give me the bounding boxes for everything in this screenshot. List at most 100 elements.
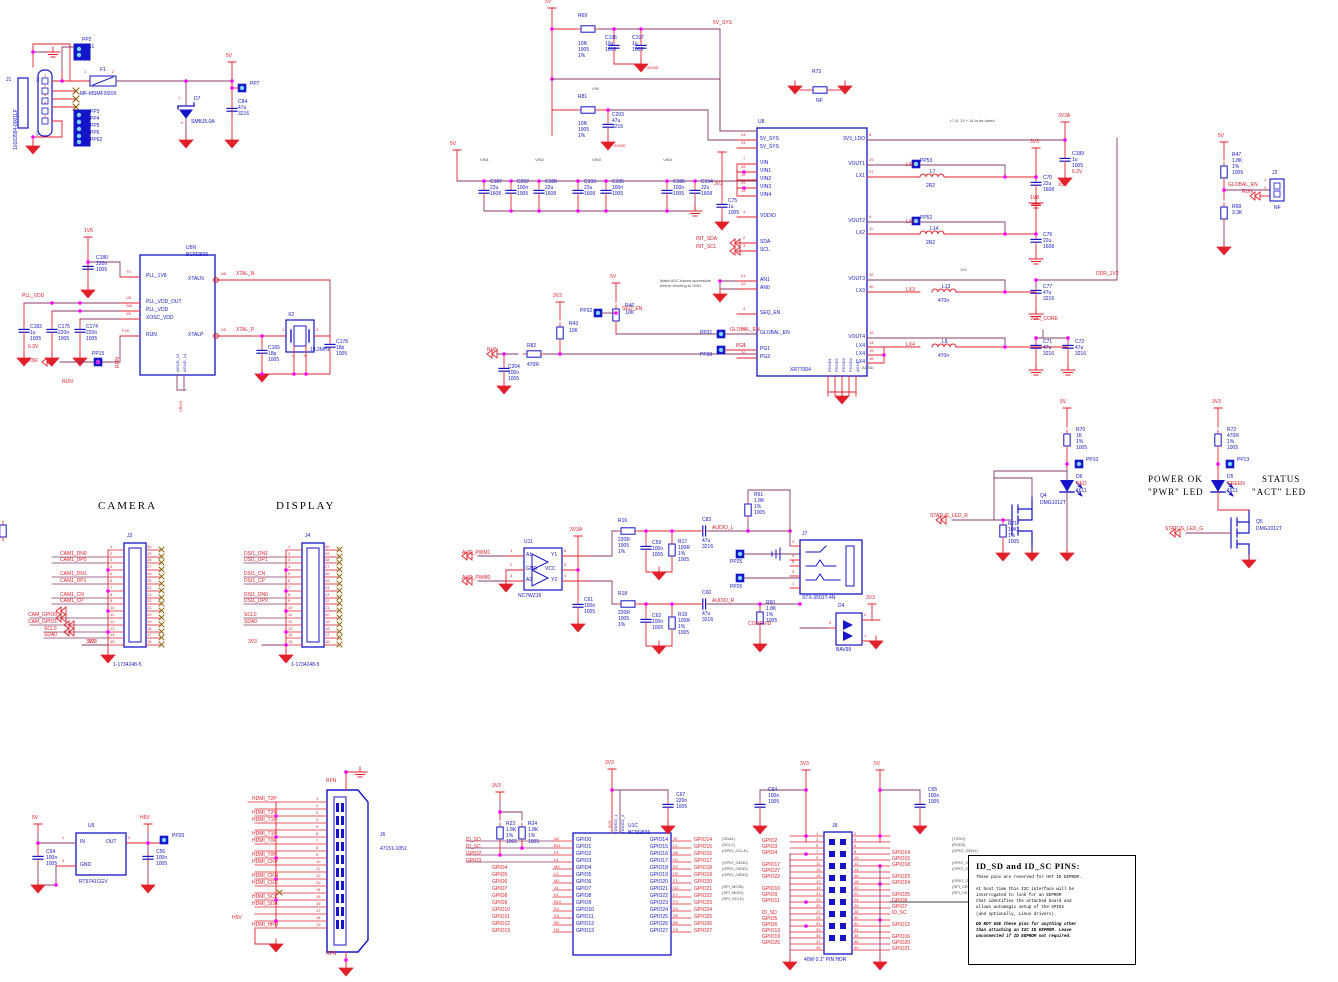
c60-value: 47u <box>702 611 711 617</box>
testpoint-pp30[interactable]: PP30 <box>700 352 713 358</box>
pin-num-a2: 3 <box>510 573 513 578</box>
testpoint-pp15[interactable]: PP15 <box>92 351 105 357</box>
display-pin-num-r-22: 22 <box>325 598 330 603</box>
c61-refdes: C61 <box>584 597 594 603</box>
hdmi-pin-num-9: 9 <box>316 852 319 857</box>
header-pin-40: 40 <box>854 944 859 950</box>
c71-package: 3216 <box>1043 351 1055 357</box>
c196-value: 10u <box>605 41 614 47</box>
pin-num-20: 20 <box>741 350 746 355</box>
r17-refdes: R17 <box>678 539 688 545</box>
c75-refdes: C75 <box>728 198 738 204</box>
c84-value: 47u <box>238 105 247 111</box>
c178-package: 1005 <box>336 351 348 357</box>
u1c-pin-gpio26: GPIO26 <box>649 920 668 927</box>
rail-5v-seq: 5V <box>610 274 617 280</box>
testpoint-pp62[interactable]: PP62 <box>90 137 103 143</box>
u1c-net-gpio13: GPIO13 <box>492 927 511 934</box>
testpoint-pp32[interactable]: PP32 <box>580 308 593 314</box>
c165-refdes: C165 <box>268 345 280 351</box>
net-1v1: 1V1 <box>960 267 968 272</box>
status-led-caption-line2: "ACT" LED <box>1252 487 1307 497</box>
id-note-body: These pins are reserved for HAT ID EEPRO… <box>976 876 1082 917</box>
testpoint-pp10[interactable]: PP10 <box>1086 457 1099 463</box>
pin-vout4: VOUT4 <box>848 334 865 340</box>
testpoint-pp13[interactable]: PP13 <box>1237 457 1250 463</box>
c189-package: 1005 <box>1072 163 1084 169</box>
testpoint-pp4[interactable]: PP4 <box>90 116 100 122</box>
camera-pin-num-5: 5 <box>110 571 113 576</box>
u1c-pin-gpio1: GPIO1 <box>576 843 592 850</box>
r81-value: 10R <box>578 121 588 127</box>
j7-pin-2: 2 <box>792 539 795 544</box>
pin-agnd-13: AGND_13 <box>175 353 180 372</box>
pmic-tuning-note: L7,8, 13 + 14 to be tuned <box>950 118 995 123</box>
testpoint-pp2[interactable]: PP2 <box>82 37 92 43</box>
pin-gnd: GND <box>526 566 538 572</box>
r60-value: 1.8K <box>766 606 777 612</box>
pin-pg1: PG1 <box>760 346 771 352</box>
c67-package: 1005 <box>676 804 688 810</box>
id-note-title: ID_SD and ID_SC PINS: <box>976 861 1080 871</box>
u1c-net-gpio5: GPIO5 <box>492 871 508 878</box>
pin-num-19: 19 <box>869 330 874 335</box>
net-audio-r: AUDIO_R <box>712 598 735 604</box>
camera-pin-num-9: 9 <box>110 598 113 603</box>
u1c-pin-gpio10: GPIO10 <box>576 906 595 913</box>
testpoint-pp20[interactable]: PP20 <box>172 833 185 839</box>
testpoint-pp52[interactable]: PP52 <box>920 215 933 221</box>
hdmi-pin-num-5: 5 <box>316 824 319 829</box>
net-int-sda: INT_SDA <box>696 236 718 242</box>
r61-tolerance: 1% <box>754 504 762 510</box>
c70-value: 22u <box>1043 181 1052 187</box>
header-pin-30: 30 <box>854 914 859 920</box>
display-net-sda0: SDA0 <box>244 619 258 625</box>
testpoint-pp26[interactable]: PP26 <box>730 584 743 590</box>
header-alt-l-5: (GPIO_GEN3) <box>722 872 748 877</box>
u1c-net-gpio7: GPIO7 <box>492 885 508 892</box>
r72-tolerance: 1% <box>1227 439 1235 445</box>
x2-refdes: X2 <box>288 312 295 318</box>
rail-vin2: VIN2 <box>535 157 544 162</box>
pin-vddio2-2: VDDIO2_2 <box>620 814 625 834</box>
hdmi-pin-num-10: 10 <box>316 859 321 864</box>
header-pin-2: 2 <box>854 830 857 836</box>
rail-3v3-r43: 3V3 <box>553 293 562 299</box>
r17-tolerance: 1% <box>678 551 686 557</box>
d4-pin-2: 2 <box>864 612 867 617</box>
testpoint-pp5[interactable]: PP5 <box>90 123 100 129</box>
header-net-r-gpio15-p10: GPIO15 <box>892 855 911 862</box>
testpoint-pp6[interactable]: PP6 <box>90 130 100 136</box>
testpoint-pp31[interactable]: PP31 <box>700 330 713 336</box>
r24-tolerance: 1% <box>528 833 536 839</box>
u11-refdes: U11 <box>524 539 533 545</box>
testpoint-pp3[interactable]: PP3 <box>90 109 100 115</box>
pin-pll-vdd-out: PLL_VDD_OUT <box>146 299 182 305</box>
r24-refdes: R24 <box>528 821 538 827</box>
rail-3v3-header: 3V3 <box>800 761 809 767</box>
display-net-scl0: SCL0 <box>244 612 257 618</box>
u1c-net-id_sc: ID_SC <box>466 843 481 850</box>
hdmi-net-h5v: H5V <box>232 915 242 921</box>
adc-note: Make ADC traces accessible before shorti… <box>660 278 711 289</box>
header-alt-r-5: (GPIO_GEN6) <box>952 878 978 883</box>
pin-pll-1v8: PLL_1V8 <box>146 273 167 279</box>
c193-refdes: C193 <box>584 179 596 185</box>
u1c-part-number: BCM2836 <box>628 830 651 836</box>
header-net-l-gpio2-p3: GPIO2 <box>762 837 778 844</box>
header-pin-23: 23 <box>816 896 821 902</box>
u1c-net-r-gpio16: GPIO16 <box>694 850 713 857</box>
u9-refdes: U9 <box>88 823 95 829</box>
testpoint-pp61[interactable]: PP61 <box>82 44 95 50</box>
display-pin-num-9: 9 <box>288 598 291 603</box>
header-pin-28: 28 <box>854 908 859 914</box>
c175-package: 1005 <box>58 336 70 342</box>
display-pin-num-r-30: 30 <box>325 544 330 549</box>
camera-pin-num-13: 13 <box>110 626 115 631</box>
testpoint-pp25[interactable]: PP25 <box>730 559 743 565</box>
c186-refdes: C186 <box>673 179 685 185</box>
testpoint-pp7[interactable]: PP7 <box>250 81 260 87</box>
display-net-dsi1_dp0: DSI1_DP0 <box>244 598 268 604</box>
testpoint-pp53[interactable]: PP53 <box>920 158 933 164</box>
u1c-ball-K1: K1 <box>554 891 559 897</box>
